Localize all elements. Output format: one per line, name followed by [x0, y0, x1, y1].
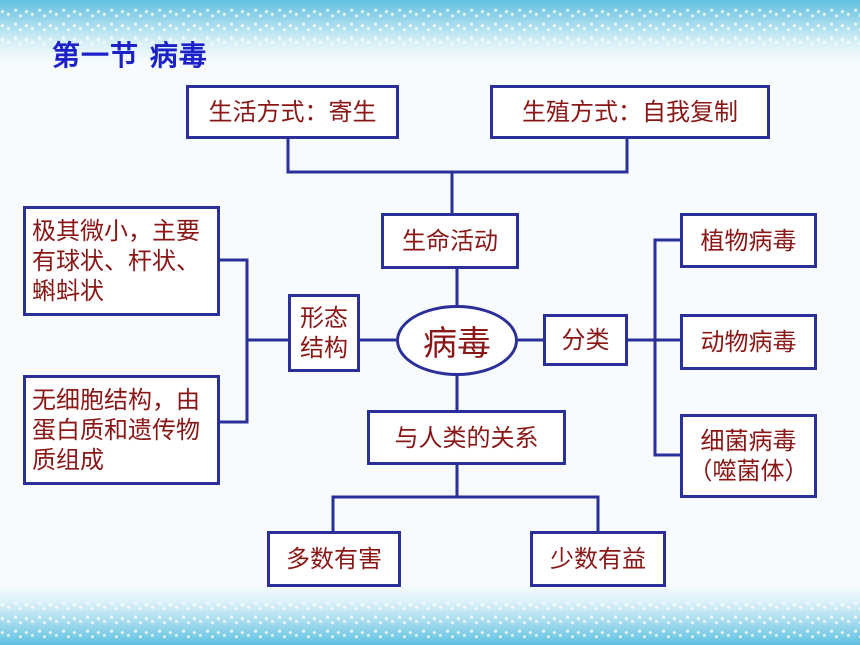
morphology-line2: 结构 — [300, 334, 348, 362]
bacterial-virus-box: 细菌病毒 （噬菌体） — [680, 414, 817, 498]
bacterial-virus-line1: 细菌病毒 — [700, 427, 797, 455]
top-sparkle — [0, 6, 860, 46]
connector-left-bracket — [220, 258, 249, 424]
plant-virus-box: 植物病毒 — [680, 213, 817, 268]
connector-right-bracket — [653, 238, 680, 457]
lifestyle-box: 生活方式：寄生 — [186, 85, 399, 139]
animal-virus-box: 动物病毒 — [680, 314, 817, 370]
connector-bottom-bracket — [331, 495, 600, 531]
structure-box: 无细胞结构，由蛋白质和遗传物质组成 — [23, 375, 220, 485]
bottom-sparkle — [0, 599, 860, 639]
few-beneficial-box: 少数有益 — [530, 531, 666, 587]
mostly-harmful-box: 多数有害 — [267, 531, 401, 587]
relation-box: 与人类的关系 — [367, 410, 566, 465]
center-oval: 病毒 — [396, 305, 518, 376]
shape-box: 极其微小，主要有球状、杆状、蝌蚪状 — [23, 206, 220, 316]
morphology-box: 形态 结构 — [288, 294, 360, 372]
morphology-line1: 形态 — [300, 304, 348, 332]
classification-box: 分类 — [543, 314, 628, 366]
connector-top-boxes — [286, 138, 629, 174]
life-activity-box: 生命活动 — [381, 213, 519, 269]
reproduction-box: 生殖方式：自我复制 — [490, 85, 770, 139]
page-title: 第一节 病毒 — [52, 39, 208, 72]
bacterial-virus-line2: （噬菌体） — [688, 457, 809, 485]
